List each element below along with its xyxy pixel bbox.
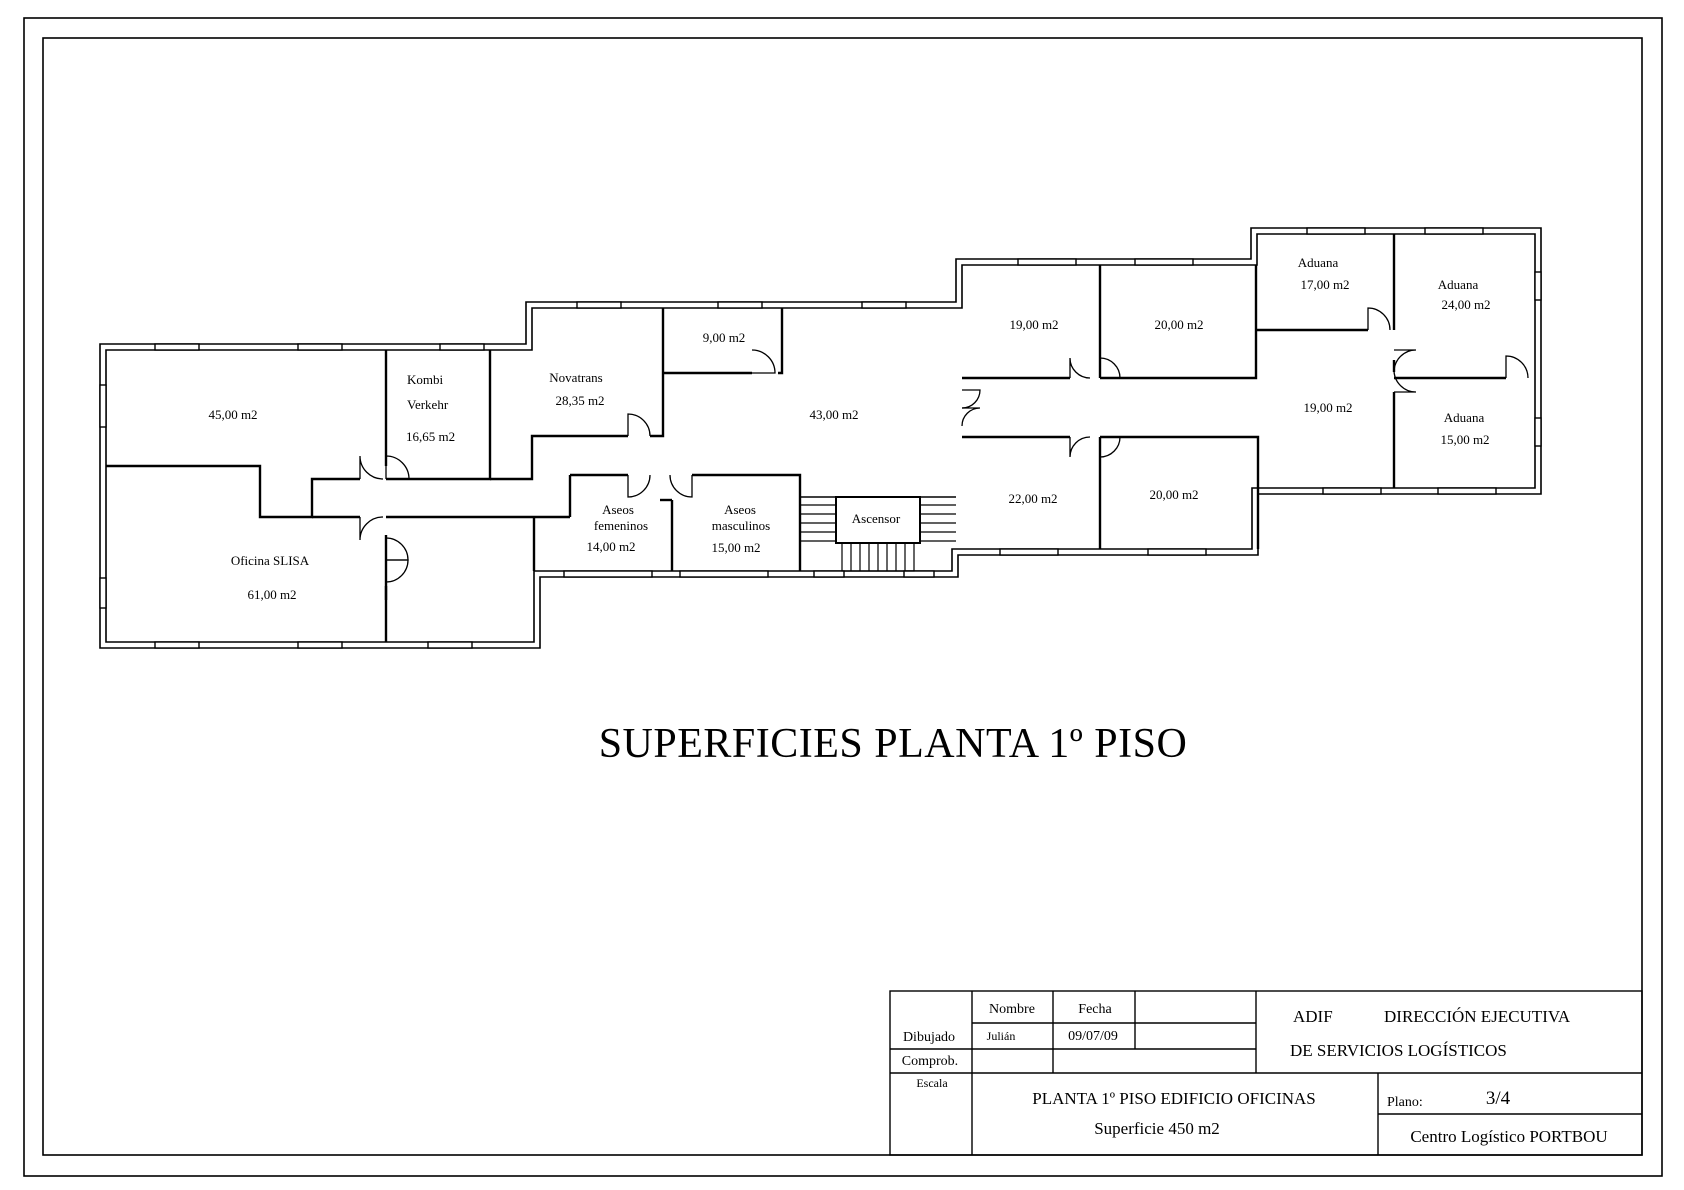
tb-org: ADIF bbox=[1293, 1007, 1333, 1026]
room-kombi-name2: Verkehr bbox=[407, 397, 449, 412]
room-kombi-area: 16,65 m2 bbox=[406, 429, 455, 444]
room-22-area: 22,00 m2 bbox=[1008, 491, 1057, 506]
room-aduana24-area: 24,00 m2 bbox=[1441, 297, 1490, 312]
room-aduana17-area: 17,00 m2 bbox=[1300, 277, 1349, 292]
tb-org-dept-line1: DIRECCIÓN EJECUTIVA bbox=[1384, 1007, 1571, 1026]
room-20a-area: 20,00 m2 bbox=[1154, 317, 1203, 332]
room-aduana15-area: 15,00 m2 bbox=[1440, 432, 1489, 447]
tb-plano-value: 3/4 bbox=[1486, 1088, 1511, 1109]
room-aseos-fem-area: 14,00 m2 bbox=[586, 539, 635, 554]
tb-dibujado-fecha: 09/07/09 bbox=[1068, 1029, 1118, 1044]
room-aduana17-name: Aduana bbox=[1298, 255, 1339, 270]
room-9-area: 9,00 m2 bbox=[703, 330, 746, 345]
room-19a-area: 19,00 m2 bbox=[1009, 317, 1058, 332]
room-slisa-name: Oficina SLISA bbox=[231, 553, 310, 568]
tb-plan-title: PLANTA 1º PISO EDIFICIO OFICINAS bbox=[1032, 1089, 1316, 1108]
tb-location: Centro Logístico PORTBOU bbox=[1410, 1127, 1607, 1146]
room-aseos-masc-name1: Aseos bbox=[724, 502, 756, 517]
tb-row-escala: Escala bbox=[916, 1076, 948, 1090]
interior-walls bbox=[106, 234, 1506, 642]
room-aduana24-name: Aduana bbox=[1438, 277, 1479, 292]
exterior-wall-outer bbox=[99, 227, 1542, 649]
stairs bbox=[800, 504, 956, 572]
drawing-title: SUPERFICIES PLANTA 1º PISO bbox=[599, 721, 1188, 767]
tb-org-dept-line2: DE SERVICIOS LOGÍSTICOS bbox=[1290, 1041, 1507, 1060]
room-aseos-fem-name1: Aseos bbox=[602, 502, 634, 517]
room-novatrans-area: 28,35 m2 bbox=[555, 393, 604, 408]
tb-col-nombre: Nombre bbox=[989, 1002, 1035, 1017]
title-block: Nombre Fecha Dibujado Comprob. Escala Ju… bbox=[889, 990, 1643, 1156]
room-20b-area: 20,00 m2 bbox=[1149, 487, 1198, 502]
room-ascensor-name: Ascensor bbox=[852, 511, 901, 526]
room-45-area: 45,00 m2 bbox=[208, 407, 257, 422]
tb-row-dibujado: Dibujado bbox=[903, 1030, 955, 1045]
room-aduana15-name: Aduana bbox=[1444, 410, 1485, 425]
room-novatrans-name: Novatrans bbox=[549, 370, 602, 385]
room-kombi-name1: Kombi bbox=[407, 372, 444, 387]
room-19b-area: 19,00 m2 bbox=[1303, 400, 1352, 415]
tb-plano-label: Plano: bbox=[1387, 1095, 1423, 1110]
room-aseos-masc-name2: masculinos bbox=[712, 518, 771, 533]
tb-dibujado-nombre: Julián bbox=[987, 1029, 1016, 1043]
windows bbox=[99, 227, 1542, 649]
floor-plan: 45,00 m2 Kombi Verkehr 16,65 m2 Novatran… bbox=[99, 227, 1542, 649]
room-43-area: 43,00 m2 bbox=[809, 407, 858, 422]
tb-plan-subtitle: Superficie 450 m2 bbox=[1094, 1119, 1220, 1138]
room-aseos-fem-name2: femeninos bbox=[594, 518, 648, 533]
room-aseos-masc-area: 15,00 m2 bbox=[711, 540, 760, 555]
tb-col-fecha: Fecha bbox=[1078, 1002, 1112, 1017]
tb-row-comprob: Comprob. bbox=[902, 1054, 958, 1069]
outer-border bbox=[23, 17, 1663, 1177]
inner-border bbox=[42, 37, 1643, 1156]
room-slisa-area: 61,00 m2 bbox=[247, 587, 296, 602]
exterior-wall-inner bbox=[105, 233, 1536, 643]
doors bbox=[359, 307, 1529, 583]
room-labels: 45,00 m2 Kombi Verkehr 16,65 m2 Novatran… bbox=[208, 255, 1490, 602]
